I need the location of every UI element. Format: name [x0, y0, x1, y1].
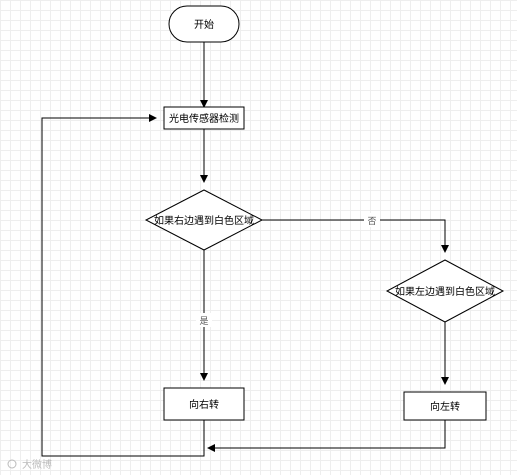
edge-label-no: 否	[367, 216, 376, 227]
node-start[interactable]: 开始	[168, 5, 240, 43]
node-start-label: 开始	[194, 18, 214, 31]
node-decision-left-label: 如果左边遇到白色区域	[395, 285, 495, 298]
edge-label-yes-bg	[196, 313, 212, 327]
node-turn-right-label: 向右转	[189, 398, 219, 411]
node-decision-right-shape	[144, 189, 264, 251]
edge-decision-right-no	[262, 219, 449, 253]
node-decision-right-label: 如果右边遇到白色区域	[154, 214, 254, 227]
watermark-text: 大微博	[22, 458, 52, 471]
edges	[41, 42, 449, 457]
node-sensor-shape	[163, 106, 245, 130]
node-decision-left[interactable]: 如果左边遇到白色区域	[385, 259, 505, 323]
node-sensor-label: 光电传感器检测	[169, 112, 239, 125]
watermark: 大微博	[7, 458, 52, 471]
edge-loop-back-to-sensor	[41, 114, 205, 457]
node-turn-left-label: 向左转	[430, 400, 460, 413]
edge-label-yes: 是	[199, 316, 208, 327]
edge-turn-left-to-merge	[207, 420, 446, 452]
node-turn-right[interactable]: 向右转	[163, 387, 245, 421]
node-turn-left-shape	[403, 391, 487, 421]
node-start-shape	[168, 5, 240, 43]
node-decision-right[interactable]: 如果右边遇到白色区域	[144, 189, 264, 251]
node-turn-right-shape	[163, 387, 245, 421]
node-turn-left[interactable]: 向左转	[403, 391, 487, 421]
node-decision-left-shape	[385, 259, 505, 323]
edge-label-no-bg	[364, 213, 380, 227]
watermark-logo-icon	[7, 459, 17, 469]
node-sensor[interactable]: 光电传感器检测	[163, 106, 245, 130]
